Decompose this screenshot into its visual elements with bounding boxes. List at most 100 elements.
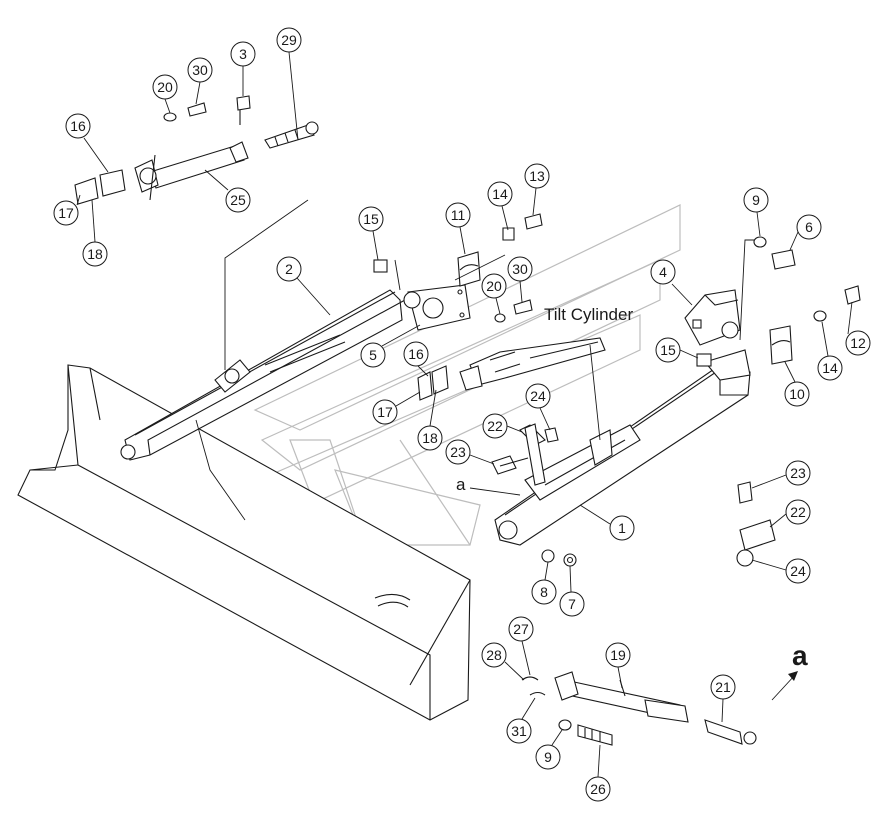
svg-text:15: 15 — [660, 342, 676, 358]
callout-12: 12 — [845, 301, 871, 356]
callout-16: 16 — [65, 113, 109, 173]
callout-4: 4 — [650, 259, 693, 306]
callout-14: 14 — [487, 181, 513, 231]
svg-text:30: 30 — [192, 62, 208, 78]
callout-17b: 17 — [372, 391, 421, 425]
callout-20b: 20 — [481, 273, 507, 315]
svg-text:7: 7 — [568, 596, 576, 612]
callout-11: 11 — [445, 202, 471, 255]
right-hardware — [696, 236, 861, 567]
callout-14b: 14 — [817, 321, 843, 381]
svg-text:5: 5 — [369, 347, 377, 363]
callout-6: 6 — [789, 214, 822, 251]
callout-20: 20 — [152, 74, 178, 114]
svg-text:10: 10 — [789, 386, 805, 402]
right-trunnion-bracket — [684, 289, 741, 346]
callout-24b: 24 — [751, 558, 811, 584]
svg-text:9: 9 — [544, 749, 552, 765]
svg-text:6: 6 — [805, 219, 813, 235]
svg-text:16: 16 — [408, 346, 424, 362]
left-push-arm — [120, 289, 406, 461]
callout-30: 30 — [187, 57, 213, 105]
callout-5: 5 — [360, 324, 421, 368]
svg-text:3: 3 — [239, 46, 247, 62]
svg-text:24: 24 — [530, 388, 546, 404]
svg-text:17: 17 — [58, 205, 74, 221]
svg-text:29: 29 — [281, 32, 297, 48]
callout-1: 1 — [579, 504, 635, 541]
callout-16b: 16 — [403, 341, 429, 377]
svg-text:20: 20 — [157, 79, 173, 95]
right-push-arm — [494, 349, 751, 546]
upper-brace — [134, 121, 319, 201]
detail-a-arrowhead — [788, 671, 798, 681]
callout-29: 29 — [276, 27, 302, 141]
callouts: 29 3 30 20 16 25 17 18 15 11 14 13 2 30 … — [53, 27, 871, 802]
callout-18b: 18 — [417, 389, 443, 451]
callout-17: 17 — [53, 194, 81, 226]
callout-3: 3 — [230, 41, 256, 96]
svg-text:14: 14 — [822, 360, 838, 376]
callout-9: 9 — [743, 187, 769, 237]
callout-7: 7 — [559, 565, 585, 617]
callout-24: 24 — [525, 383, 551, 431]
svg-text:15: 15 — [363, 211, 379, 227]
svg-text:22: 22 — [790, 504, 806, 520]
callout-10: 10 — [784, 361, 810, 407]
svg-text:13: 13 — [529, 168, 545, 184]
callout-27: 27 — [508, 616, 534, 676]
callout-15: 15 — [358, 206, 384, 261]
callout-30b: 30 — [507, 256, 533, 303]
callout-25: 25 — [204, 169, 251, 213]
callout-8: 8 — [531, 561, 557, 605]
svg-text:24: 24 — [790, 563, 806, 579]
svg-text:8: 8 — [540, 584, 548, 600]
callout-15b: 15 — [655, 337, 699, 363]
svg-text:17: 17 — [377, 404, 393, 420]
upper-hardware — [74, 95, 251, 205]
callout-19: 19 — [605, 642, 631, 689]
callout-23: 23 — [445, 439, 495, 465]
detail-a-arrow — [771, 674, 796, 701]
svg-text:19: 19 — [610, 647, 626, 663]
callout-22: 22 — [482, 413, 523, 439]
tilt-cylinder-label: Tilt Cylinder — [544, 305, 633, 324]
svg-text:20: 20 — [486, 278, 502, 294]
detail-a-view-label: a — [792, 640, 808, 671]
left-trunnion-bracket — [403, 284, 471, 331]
tilt-cylinder — [459, 337, 606, 391]
svg-text:12: 12 — [850, 335, 866, 351]
svg-text:30: 30 — [512, 261, 528, 277]
svg-text:23: 23 — [450, 444, 466, 460]
svg-text:11: 11 — [451, 207, 466, 223]
svg-text:4: 4 — [659, 264, 667, 280]
right-clamp — [769, 325, 793, 365]
callout-22b: 22 — [769, 499, 811, 528]
svg-text:23: 23 — [790, 465, 806, 481]
svg-text:26: 26 — [590, 781, 606, 797]
svg-text:18: 18 — [422, 430, 438, 446]
svg-text:14: 14 — [492, 186, 508, 202]
svg-text:22: 22 — [487, 418, 503, 434]
callout-9b: 9 — [535, 729, 563, 770]
svg-text:1: 1 — [618, 520, 626, 536]
callout-31: 31 — [506, 697, 536, 744]
svg-text:2: 2 — [285, 261, 293, 277]
detail-a-marker: a — [456, 475, 466, 494]
callout-2: 2 — [276, 256, 331, 316]
svg-text:21: 21 — [715, 679, 731, 695]
callout-21: 21 — [710, 674, 736, 723]
svg-text:31: 31 — [511, 723, 527, 739]
lower-brace — [521, 671, 757, 746]
svg-text:18: 18 — [87, 246, 103, 262]
callout-23b: 23 — [751, 460, 811, 489]
callout-13: 13 — [524, 163, 550, 216]
svg-text:27: 27 — [513, 621, 529, 637]
svg-text:9: 9 — [752, 192, 760, 208]
callout-26: 26 — [585, 744, 611, 802]
callout-28: 28 — [481, 642, 525, 681]
left-mid-hardware — [373, 213, 543, 401]
svg-text:16: 16 — [70, 118, 86, 134]
guide-lines — [195, 199, 755, 521]
